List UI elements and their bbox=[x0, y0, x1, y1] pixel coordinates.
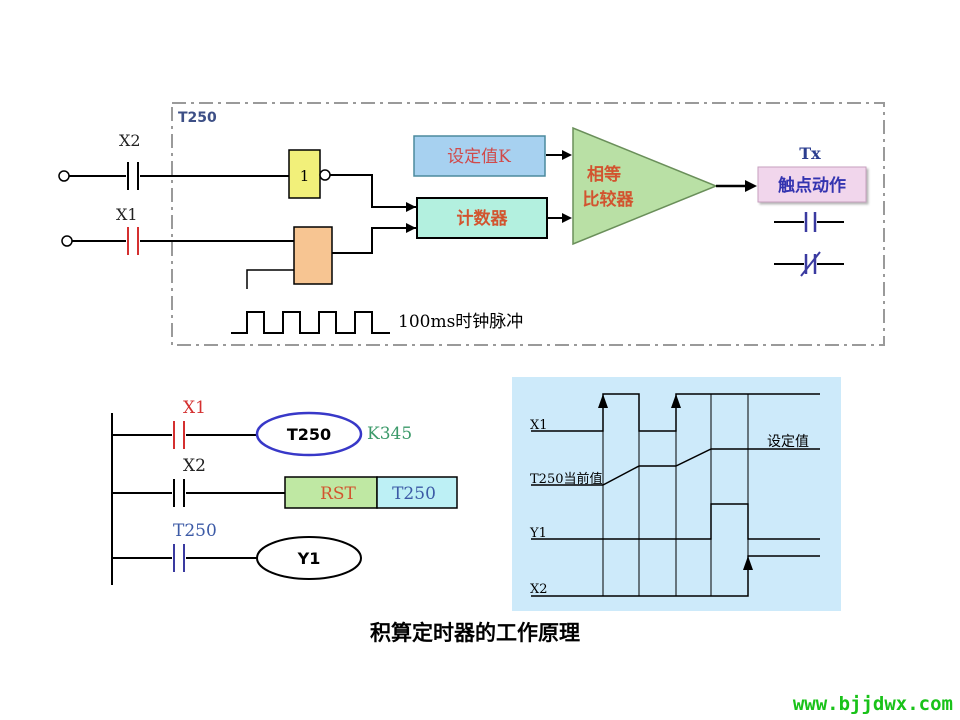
inverter-label: 1 bbox=[300, 167, 310, 185]
contact-action-box bbox=[757, 166, 867, 203]
t250-current-value-waveform bbox=[531, 448, 820, 486]
clock-pulse-label: 100ms时钟脉冲 bbox=[398, 312, 523, 332]
timer-frame-label: T250 bbox=[178, 110, 217, 126]
t250-coil bbox=[255, 411, 363, 457]
equality-comparator bbox=[572, 126, 718, 246]
timing-signal-label: X2 bbox=[530, 582, 548, 597]
rst-label: RST bbox=[320, 484, 356, 504]
timer-function-diagram: T250 X2 X1 1 设定 bbox=[58, 102, 885, 346]
y1-coil-label: Y1 bbox=[297, 549, 321, 568]
rst-box bbox=[284, 476, 378, 509]
y1-waveform bbox=[531, 503, 820, 540]
x1-input-label: X1 bbox=[116, 205, 138, 224]
setpoint-label: 设定值K bbox=[447, 147, 511, 167]
figure-caption: 积算定时器的工作原理 bbox=[370, 621, 580, 645]
timing-diagram: X1 T250当前值 Y1 X2 设定值 bbox=[512, 377, 841, 611]
rst-target-label: T250 bbox=[392, 484, 436, 504]
clock-pulse-waveform bbox=[231, 311, 390, 334]
tx-label: Tx bbox=[799, 144, 821, 163]
comparator-label-line1: 相等 bbox=[587, 164, 621, 185]
timer-frame bbox=[171, 102, 885, 346]
rung1-contact-label: X1 bbox=[183, 398, 206, 418]
site-watermark: www.bjjdwx.com bbox=[793, 693, 953, 715]
setpoint-value-label: 设定值 bbox=[767, 434, 809, 450]
setpoint-box bbox=[413, 135, 546, 177]
contact-action-label: 触点动作 bbox=[777, 175, 846, 196]
reset-block bbox=[293, 226, 333, 285]
rung3-contact-label: T250 bbox=[173, 521, 217, 541]
comparator-label-line2: 比较器 bbox=[583, 189, 635, 210]
timing-signal-label: X1 bbox=[530, 418, 548, 433]
counter-label: 计数器 bbox=[457, 208, 509, 229]
rst-target-box bbox=[376, 476, 458, 509]
t250-coil-label: T250 bbox=[287, 425, 331, 444]
x2-input-label: X2 bbox=[119, 131, 141, 150]
x1-input: X1 bbox=[61, 205, 294, 255]
ladder-rung: T250 Y1 bbox=[112, 521, 362, 580]
ladder-rung: X1 T250 K345 bbox=[112, 398, 412, 457]
counter-box bbox=[416, 197, 548, 239]
inverter-bubble bbox=[319, 169, 331, 181]
timing-signal-label: T250当前值 bbox=[530, 471, 602, 487]
x1-terminal bbox=[61, 235, 73, 247]
x2-terminal bbox=[58, 170, 70, 182]
x2-input: X2 bbox=[58, 131, 289, 190]
tx-normally-closed-contact bbox=[774, 251, 844, 277]
tx-normally-open-contact bbox=[774, 212, 844, 232]
rung2-contact-label: X2 bbox=[183, 456, 206, 476]
ladder-diagram: X1 T250 K345 X2 RST T250 T250 Y1 bbox=[111, 398, 458, 585]
k345-param: K345 bbox=[367, 424, 412, 444]
timing-signal-label: Y1 bbox=[529, 526, 547, 541]
y1-coil bbox=[256, 536, 362, 580]
ladder-rung: X2 RST T250 bbox=[112, 456, 458, 509]
x2-waveform bbox=[531, 555, 820, 597]
